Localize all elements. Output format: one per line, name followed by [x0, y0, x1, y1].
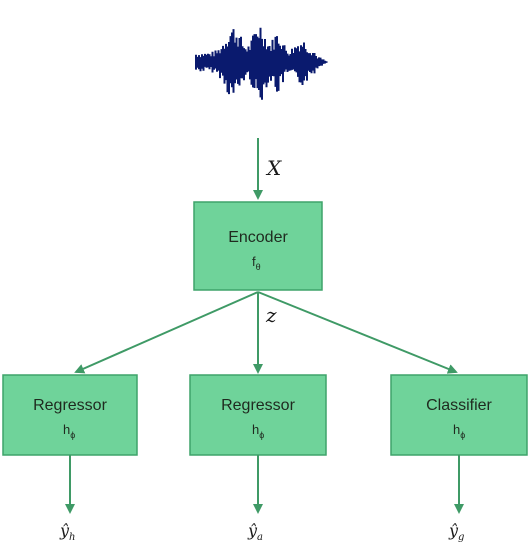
head-fn: hϕ — [63, 422, 75, 440]
audio-waveform-icon — [195, 27, 328, 100]
head-fn: hϕ — [252, 422, 264, 440]
encoder-title: Encoder — [228, 229, 288, 246]
head-box-classifier: Classifier hϕ — [390, 374, 528, 456]
output-label-3: ŷg — [448, 521, 464, 543]
encoder-fn: fθ — [252, 254, 261, 272]
output-label-1: ŷh — [59, 521, 76, 543]
encoder-box: Encoder fθ — [193, 201, 323, 291]
head-box-regressor-1: Regressor hϕ — [2, 374, 138, 456]
head-box-regressor-2: Regressor hϕ — [189, 374, 327, 456]
head-title: Regressor — [33, 397, 107, 414]
input-label: X — [265, 156, 282, 180]
head-fn: hϕ — [453, 422, 465, 440]
head-title: Classifier — [426, 397, 492, 414]
latent-label: z — [265, 303, 277, 327]
output-label-2: ŷa — [247, 521, 263, 543]
head-title: Regressor — [221, 397, 295, 414]
latent-arrow-left — [74, 291, 259, 374]
latent-arrow-right — [257, 291, 458, 374]
